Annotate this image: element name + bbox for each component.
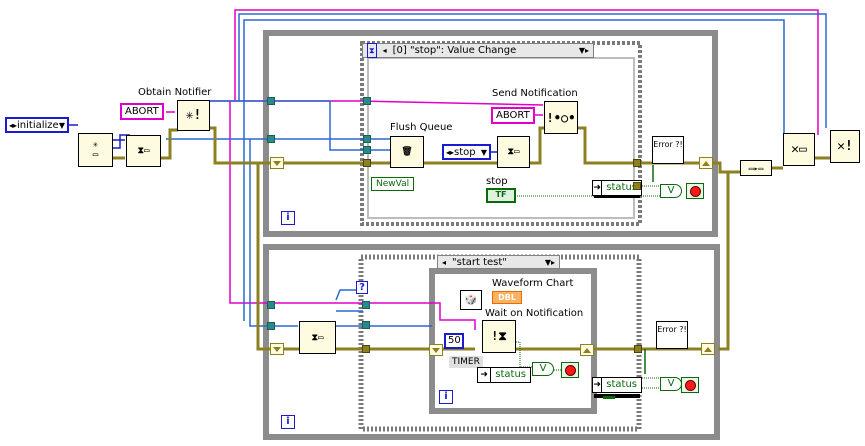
abort-constant-2[interactable]: ABORT <box>491 107 535 124</box>
initialize-enum-value: initialize <box>17 119 59 131</box>
case-tunnel-error-out <box>634 345 642 353</box>
top-while-loop <box>263 30 718 237</box>
send-notification-label: Send Notification <box>492 88 578 99</box>
shift-register-right-bottom[interactable] <box>701 343 715 355</box>
event-tunnel-3 <box>363 146 371 154</box>
loop-condition-inner[interactable] <box>561 362 579 378</box>
enqueue-stop-node[interactable]: ⧗▭ <box>497 136 530 168</box>
event-tunnel-bool-out <box>633 182 641 190</box>
shift-register-right-inner[interactable] <box>580 344 594 356</box>
case-selector-text: "start test" <box>452 256 507 268</box>
stop-condition-icon <box>689 185 701 197</box>
unbundle-arrow-icon-inner: ➜ <box>478 368 492 382</box>
error-bubble-bottom[interactable]: Error ?! <box>656 321 688 349</box>
enqueue-element-node[interactable]: ✳▭ <box>78 133 113 167</box>
enum-dropdown-arrow-icon[interactable]: ▼ <box>58 120 65 130</box>
hourglass-icon: ⧗ <box>367 43 377 58</box>
release-queue-node[interactable]: ✕▭ <box>783 133 815 166</box>
event-tunnel-1 <box>363 97 371 105</box>
stop-enum-constant[interactable]: ◂▸stop▼ <box>442 144 491 160</box>
queue-ref-tunnel-top-2 <box>267 135 275 143</box>
stop-boolean-terminal[interactable]: TF <box>486 188 516 203</box>
event-case-dropdown-icon[interactable]: ▼▸ <box>578 46 589 55</box>
case-structure <box>358 254 642 432</box>
waveform-chart-terminal[interactable]: DBL <box>492 291 522 304</box>
event-structure <box>360 41 642 226</box>
queue-ref-tunnel-bottom-2 <box>267 322 275 330</box>
waveform-chart-label: Waveform Chart <box>492 278 574 289</box>
or-gate-inner[interactable]: V <box>532 362 554 376</box>
unbundle-arrow-icon-bottom: ➜ <box>593 378 603 392</box>
iteration-terminal-top: i <box>281 211 295 225</box>
unbundle-arrow-icon: ➜ <box>593 181 603 195</box>
iteration-terminal-inner: i <box>439 390 453 404</box>
newval-node[interactable]: NewVal <box>371 177 415 191</box>
queue-ref-tunnel-bottom-1 <box>267 301 275 309</box>
bottom-while-loop <box>263 244 720 440</box>
queue-ref-tunnel-top-1 <box>267 97 275 105</box>
event-tunnel-2 <box>363 135 371 143</box>
unbundle-status-node-top[interactable]: ➜status <box>592 180 642 196</box>
wait-on-notification-label: Wait on Notification <box>485 308 584 319</box>
or-gate-top[interactable]: V <box>660 184 682 198</box>
unbundle-status-node-inner[interactable]: ➜status <box>477 367 531 383</box>
abort-constant-1[interactable]: ABORT <box>120 103 164 120</box>
release-notifier-node[interactable]: ✕! <box>830 130 860 163</box>
obtain-notifier-label: Obtain Notifier <box>138 87 212 98</box>
event-tunnel-error-in <box>363 159 371 167</box>
stop-condition-icon-inner <box>564 364 576 376</box>
timer-label: TIMER <box>449 356 483 368</box>
shift-register-right-top[interactable] <box>699 157 713 169</box>
case-prev-icon[interactable]: ◂ <box>442 257 447 267</box>
merge-errors-node[interactable]: ▭▸▭ <box>740 160 772 176</box>
stop-control-label: stop <box>486 176 508 187</box>
obtain-queue-node[interactable]: ⧗▭ <box>126 135 161 167</box>
stop-enum-dropdown-icon[interactable]: ▼ <box>480 147 487 157</box>
error-bubble-top[interactable]: Error ?! <box>652 136 684 164</box>
flush-queue-label: Flush Queue <box>390 122 453 133</box>
case-tunnel-1 <box>362 301 370 309</box>
iteration-terminal-bottom: i <box>281 415 295 429</box>
loop-condition-top[interactable] <box>686 183 704 199</box>
event-case-selector[interactable]: ⧗ ◂ [0] "stop": Value Change ▼▸ <box>362 43 594 58</box>
case-tunnel-2 <box>362 321 370 329</box>
random-number-icon[interactable]: 🎲 <box>460 290 482 310</box>
stop-enum-value: stop <box>454 146 476 158</box>
wait-on-notification-node[interactable]: !⧗ <box>482 320 516 353</box>
flush-queue-node[interactable]: 🗑 <box>390 136 424 168</box>
initialize-enum-constant[interactable]: ◂▸initialize▼ <box>5 117 69 133</box>
shift-register-left-inner[interactable] <box>429 344 443 356</box>
status-label-bottom: status <box>606 379 637 390</box>
shift-register-left-bottom[interactable] <box>270 343 284 355</box>
status-label-top: status <box>606 182 637 193</box>
inner-while-loop <box>429 268 597 414</box>
case-selector-terminal: ? <box>356 281 368 294</box>
timeout-constant[interactable]: 50 <box>444 333 464 349</box>
event-tunnel-error-out <box>633 159 641 167</box>
shift-register-left-top[interactable] <box>270 157 284 169</box>
or-gate-bottom[interactable]: V <box>660 377 682 391</box>
unbundle-status-node-bottom[interactable]: ➜status <box>592 377 642 393</box>
case-tunnel-error-in <box>362 345 370 353</box>
send-notification-node[interactable]: !•○• <box>544 101 578 134</box>
dequeue-element-node[interactable]: ⧗▭ <box>299 321 336 354</box>
loop-condition-bottom[interactable] <box>681 377 699 393</box>
status-label-inner: status <box>495 369 526 380</box>
case-dropdown-icon[interactable]: ▼▸ <box>544 257 555 267</box>
obtain-notifier-node[interactable]: ✳! <box>177 100 210 131</box>
case-selector-header[interactable]: ◂ "start test" ▼▸ <box>437 255 560 269</box>
stop-condition-icon-bottom <box>684 379 696 391</box>
event-case-header-text: [0] "stop": Value Change <box>392 45 517 56</box>
event-case-prev-icon[interactable]: ◂ <box>382 46 387 55</box>
